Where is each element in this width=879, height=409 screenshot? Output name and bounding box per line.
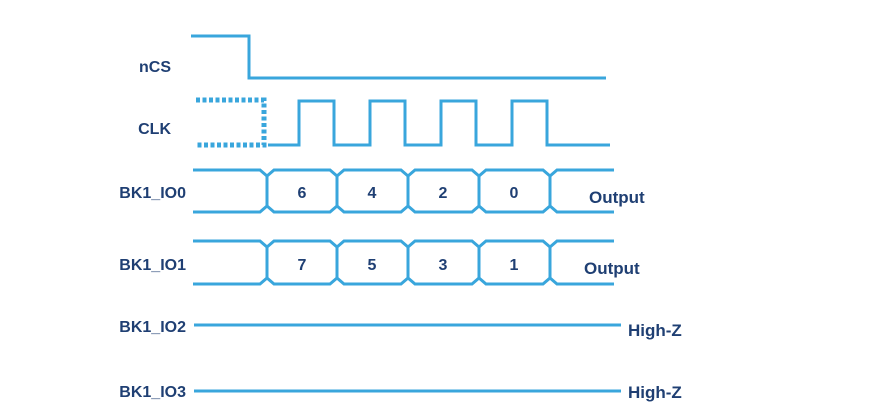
io0-nibble: 0: [510, 185, 519, 202]
io1-bus: 7 5 3 1: [193, 239, 614, 286]
io0-bus-top: [193, 168, 614, 178]
io1-nibble: 7: [298, 257, 307, 274]
io2-state: High-Z: [628, 321, 682, 340]
io1-bus-transitions: [265, 247, 552, 278]
io0-nibble: 6: [298, 185, 307, 202]
clk-waveform: [268, 99, 610, 147]
ncs-waveform: [191, 34, 606, 80]
io1-state: Output: [584, 259, 640, 278]
io0-label: BK1_IO0: [119, 185, 186, 202]
io0-bus-transitions: [265, 176, 552, 206]
io0-bus-bottom: [193, 204, 614, 214]
io1-nibble: 5: [368, 257, 377, 274]
io3-label: BK1_IO3: [119, 384, 186, 401]
io0-nibble: 2: [439, 185, 448, 202]
io1-nibble: 3: [439, 257, 448, 274]
io1-nibble: 1: [510, 257, 519, 274]
io0-bus: 6 4 2 0: [193, 168, 614, 214]
io3-state: High-Z: [628, 383, 682, 402]
io0-nibble: 4: [368, 185, 377, 202]
io1-label: BK1_IO1: [119, 257, 186, 274]
io1-bus-bottom: [193, 276, 614, 286]
io1-bus-top: [193, 239, 614, 249]
clk-label: CLK: [138, 121, 171, 138]
io2-label: BK1_IO2: [119, 319, 186, 336]
clk-dotted-idle: [196, 97, 267, 148]
io0-state: Output: [589, 188, 645, 207]
ncs-label: nCS: [139, 59, 171, 76]
